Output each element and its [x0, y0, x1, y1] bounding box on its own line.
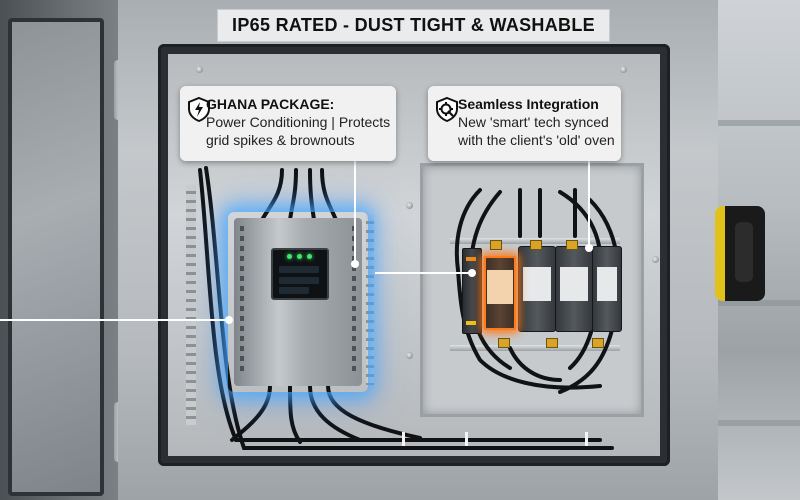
ip-rating-label: IP65 RATED - DUST TIGHT & WASHABLE: [217, 9, 610, 42]
cable-tie: [585, 432, 588, 446]
connector-dot: [468, 269, 476, 277]
callout-line: Power Conditioning | Protects: [206, 114, 391, 130]
screw: [652, 256, 659, 263]
connector-dot: [225, 316, 233, 324]
connector-dot: [351, 260, 359, 268]
connector-dot: [585, 244, 593, 252]
display-segment: [279, 277, 319, 284]
highlighted-module: [484, 256, 516, 330]
background-shelf: [705, 120, 800, 126]
seamless-integration-callout: Seamless Integration New 'smart' tech sy…: [428, 86, 621, 161]
cable-duct-mid: [366, 215, 374, 385]
status-led: [297, 254, 302, 259]
ghana-package-callout: GHANA PACKAGE: Power Conditioning | Prot…: [180, 86, 396, 161]
breaker-module: [592, 246, 622, 332]
screw: [406, 352, 413, 359]
gear-link-shield-icon: [436, 96, 458, 122]
din-rail: [450, 345, 620, 351]
cable-tie: [402, 432, 405, 446]
heatsink-fins: [352, 226, 356, 376]
terminal: [566, 240, 578, 250]
door-window: [8, 18, 104, 496]
connector-line-right: [588, 161, 590, 247]
unit-display: [271, 248, 329, 300]
cabinet-door: [0, 0, 118, 500]
background-shelf: [705, 420, 800, 426]
cable-tie: [465, 432, 468, 446]
status-led: [287, 254, 292, 259]
callout-title: GHANA PACKAGE:: [206, 96, 335, 112]
door-latch-handle: [715, 206, 765, 301]
terminal-block: [462, 248, 482, 334]
screw: [406, 202, 413, 209]
screw: [196, 66, 203, 73]
terminal: [546, 338, 558, 348]
heatsink-fins: [240, 226, 244, 376]
terminal: [592, 338, 604, 348]
screw: [620, 66, 627, 73]
terminal: [490, 240, 502, 250]
connector-line-left: [0, 319, 229, 321]
callout-line: with the client's 'old' oven: [458, 132, 615, 148]
power-conditioner-unit: [234, 218, 362, 386]
callout-line: grid spikes & brownouts: [206, 132, 355, 148]
status-led: [307, 254, 312, 259]
connector-line-mid: [354, 161, 356, 263]
breaker-module: [518, 246, 556, 332]
terminal: [530, 240, 542, 250]
callout-title: Seamless Integration: [458, 96, 599, 112]
display-segment: [279, 287, 309, 294]
callout-line: New 'smart' tech synced: [458, 114, 609, 130]
cable-duct-left: [186, 185, 196, 425]
background-shelf: [705, 300, 800, 306]
display-segment: [279, 266, 319, 273]
terminal: [498, 338, 510, 348]
breaker-module: [555, 246, 593, 332]
lightning-shield-icon: [188, 96, 210, 122]
connector-line-center: [375, 272, 475, 274]
